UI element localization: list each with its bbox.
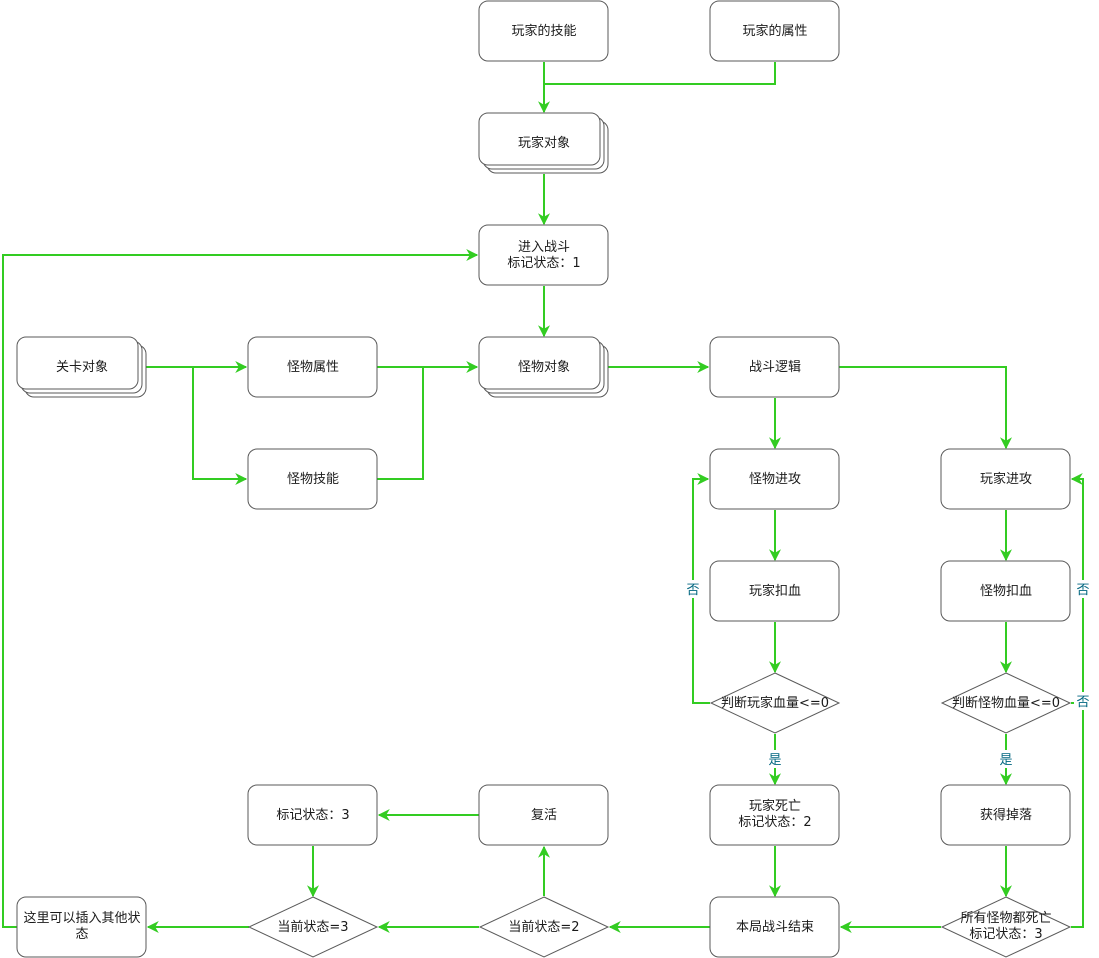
node-player-hp-loss: 玩家扣血 bbox=[709, 560, 840, 622]
node-judge-player-hp: 判断玩家血量<=0 bbox=[709, 672, 841, 734]
monster-object-label: 怪物对象 bbox=[518, 360, 570, 375]
state-eq-2-label: 当前状态=2 bbox=[508, 919, 579, 935]
node-monster-object: 怪物对象 bbox=[478, 336, 609, 398]
node-insert-other: 这里可以插入其他状 态 bbox=[16, 896, 147, 958]
node-monster-attack: 怪物进攻 bbox=[709, 448, 840, 510]
judge-monster-hp-label: 判断怪物血量<=0 bbox=[952, 696, 1060, 711]
edge-all-dead-loop bbox=[1071, 703, 1084, 928]
node-battle-logic: 战斗逻辑 bbox=[709, 336, 840, 398]
player-dead-label: 玩家死亡 bbox=[749, 798, 801, 814]
node-judge-monster-hp: 判断怪物血量<=0 bbox=[940, 672, 1072, 734]
state-eq-3-label: 当前状态=3 bbox=[277, 919, 348, 935]
node-player-dead: 玩家死亡 标记状态：2 bbox=[709, 784, 840, 846]
monster-skill-label: 怪物技能 bbox=[287, 472, 339, 487]
edge-label-yes-right: 是 bbox=[999, 753, 1012, 768]
edge-level-to-monster-skill bbox=[192, 367, 248, 485]
player-dead-state-label: 标记状态：2 bbox=[738, 815, 811, 830]
monster-hp-loss-label: 怪物扣血 bbox=[980, 584, 1032, 599]
insert-other-label: 这里可以插入其他状 bbox=[23, 910, 140, 926]
node-monster-skill: 怪物技能 bbox=[247, 448, 378, 510]
all-dead-label: 所有怪物都死亡 bbox=[960, 911, 1051, 926]
node-level-object: 关卡对象 bbox=[16, 336, 147, 398]
edge-label-yes-left: 是 bbox=[768, 753, 781, 768]
node-player-object: 玩家对象 bbox=[478, 112, 609, 174]
node-player-attr: 玩家的属性 bbox=[709, 0, 840, 62]
monster-attr-label: 怪物属性 bbox=[287, 360, 339, 375]
level-object-label: 关卡对象 bbox=[56, 360, 108, 375]
node-monster-hp-loss: 怪物扣血 bbox=[940, 560, 1071, 622]
battle-logic-label: 战斗逻辑 bbox=[749, 360, 801, 375]
player-attack-label: 玩家进攻 bbox=[980, 471, 1032, 487]
judge-player-hp-label: 判断玩家血量<=0 bbox=[721, 695, 829, 711]
all-dead-state-label: 标记状态：3 bbox=[969, 927, 1042, 942]
node-monster-attr: 怪物属性 bbox=[247, 336, 378, 398]
mark-state-3-label: 标记状态：3 bbox=[276, 808, 349, 823]
edge-labels: 否 否 否 是 是 bbox=[684, 580, 1092, 768]
node-get-drop: 获得掉落 bbox=[940, 784, 1071, 846]
player-object-label: 玩家对象 bbox=[518, 135, 570, 151]
edge-battle-logic-to-player-attack bbox=[839, 366, 1012, 450]
edge-label-no-right-top: 否 bbox=[1076, 583, 1089, 598]
edge-monster-skill-to-monster-object bbox=[377, 367, 424, 480]
enter-battle-state-label: 标记状态：1 bbox=[507, 256, 580, 271]
node-revive: 复活 bbox=[478, 784, 609, 846]
node-player-skill: 玩家的技能 bbox=[478, 0, 609, 62]
player-hp-loss-label: 玩家扣血 bbox=[749, 583, 801, 599]
node-all-monsters-dead: 所有怪物都死亡 标记状态：3 bbox=[940, 896, 1072, 958]
edge-player-attr-to-player-object bbox=[544, 62, 776, 85]
revive-label: 复活 bbox=[531, 808, 557, 823]
insert-other-label-cont: 态 bbox=[75, 927, 88, 942]
player-attr-label: 玩家的属性 bbox=[742, 23, 807, 39]
edge-label-no-right-bottom: 否 bbox=[1076, 695, 1089, 710]
node-player-attack: 玩家进攻 bbox=[940, 448, 1071, 510]
monster-attack-label: 怪物进攻 bbox=[749, 472, 801, 487]
get-drop-label: 获得掉落 bbox=[980, 807, 1032, 823]
player-skill-label: 玩家的技能 bbox=[511, 23, 576, 39]
edge-insert-to-enter-battle bbox=[2, 249, 479, 928]
node-state-eq-2: 当前状态=2 bbox=[478, 896, 610, 958]
round-end-label: 本局战斗结束 bbox=[736, 920, 814, 935]
enter-battle-label: 进入战斗 bbox=[518, 240, 570, 255]
edge-label-no-left: 否 bbox=[686, 583, 699, 598]
node-enter-battle: 进入战斗 标记状态：1 bbox=[478, 224, 609, 286]
node-mark-state-3: 标记状态：3 bbox=[247, 784, 378, 846]
node-state-eq-3: 当前状态=3 bbox=[247, 896, 379, 958]
node-round-end: 本局战斗结束 bbox=[709, 896, 840, 958]
